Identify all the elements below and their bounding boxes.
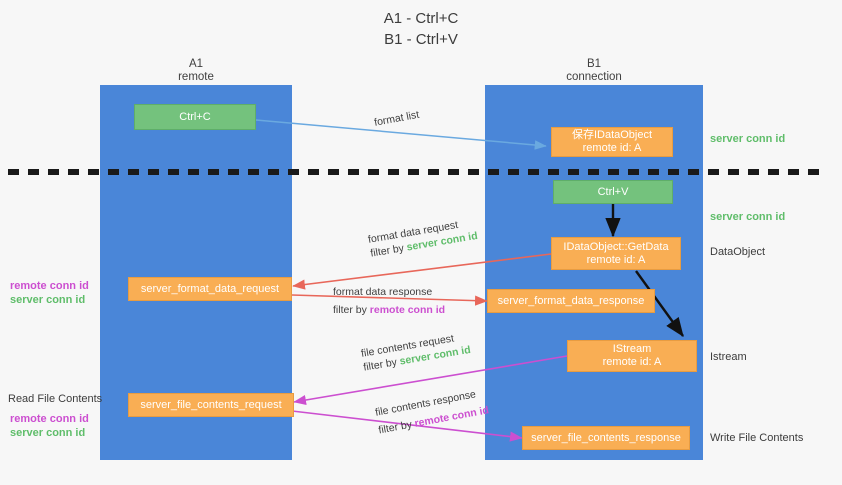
- node-idataobject[interactable]: 保存IDataObject remote id: A: [551, 127, 673, 157]
- filter-prefix: filter by: [333, 304, 370, 316]
- node-istream[interactable]: IStream remote id: A: [567, 340, 697, 372]
- page-title: A1 - Ctrl+C B1 - Ctrl+V: [383, 10, 459, 48]
- edge-label-file-contents-response: file contents response filter by remote …: [374, 386, 490, 438]
- node-idataobject-getdata[interactable]: IDataObject::GetData remote id: A: [551, 237, 681, 270]
- filter-prefix: filter by: [377, 417, 416, 437]
- edge-label-format-list-text: format list: [373, 108, 421, 129]
- annotation-left-server-conn-id-2: server conn id: [10, 427, 86, 439]
- annotation-left-remote-conn-id-1: remote conn id: [10, 280, 89, 292]
- annotation-right-server-conn-id-top: server conn id: [710, 133, 786, 145]
- annotation-left-remote-conn-id-2: remote conn id: [10, 413, 89, 425]
- lane-b1-header: B1 connection: [566, 58, 622, 83]
- edge-label-format-data-request: format data request filter by server con…: [367, 215, 479, 261]
- annotation-left-server-conn-id-1: server conn id: [10, 294, 86, 306]
- node-ctrl-v[interactable]: Ctrl+V: [553, 180, 673, 204]
- node-server-format-data-request[interactable]: server_format_data_request: [128, 277, 292, 301]
- node-server-file-contents-response[interactable]: server_file_contents_response: [522, 426, 690, 450]
- edge-label-format-data-response-title: format data response: [333, 286, 433, 298]
- lane-a1-header: A1 remote: [178, 58, 214, 83]
- edge-label-format-list: format list: [373, 108, 420, 130]
- node-server-format-data-response[interactable]: server_format_data_response: [487, 289, 655, 313]
- edge-label-format-data-response: format data response filter by remote co…: [333, 285, 445, 317]
- annotation-right-server-conn-id-mid: server conn id: [710, 211, 786, 223]
- edge-label-format-data-response-filter: filter by remote conn id: [333, 303, 445, 317]
- annotation-right-write-file-contents: Write File Contents: [710, 432, 804, 444]
- filter-value-remote-conn-id: remote conn id: [369, 304, 446, 316]
- node-server-file-contents-request[interactable]: server_file_contents_request: [128, 393, 294, 417]
- annotation-right-dataobject: DataObject: [710, 246, 766, 258]
- edge-label-file-contents-request: file contents request filter by server c…: [360, 329, 472, 375]
- annotation-right-istream: Istream: [710, 351, 747, 363]
- annotation-left-read-file-contents: Read File Contents: [8, 393, 103, 405]
- node-ctrl-c[interactable]: Ctrl+C: [134, 104, 256, 130]
